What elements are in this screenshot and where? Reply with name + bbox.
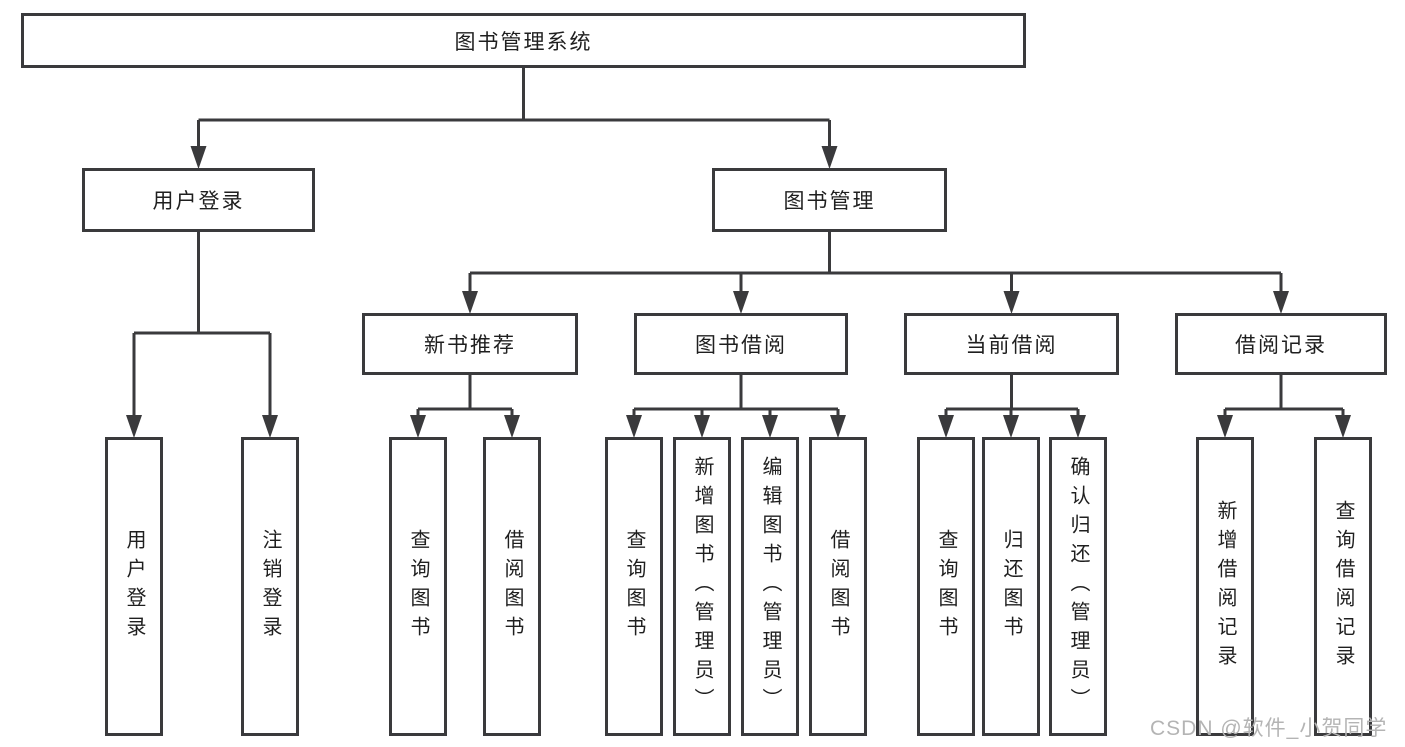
leaf-records-query-record: 查询借阅记录: [1314, 437, 1372, 736]
leaf-current-confirm-return-admin-label: 确认归还（管理员）: [1067, 456, 1089, 717]
csdn-watermark: CSDN @软件_小贺同学: [1150, 717, 1388, 740]
leaf-user-login-label: 用户登录: [123, 528, 145, 645]
leaf-recommend-borrow-books: 借阅图书: [483, 437, 541, 736]
node-book-borrow-label: 图书借阅: [695, 334, 787, 357]
leaf-current-return-books: 归还图书: [982, 437, 1040, 736]
leaf-borrow-query-books: 查询图书: [605, 437, 663, 736]
leaf-current-query-books: 查询图书: [917, 437, 975, 736]
leaf-current-query-books-label: 查询图书: [935, 528, 957, 645]
leaf-borrow-add-books-admin-label: 新增图书（管理员）: [691, 456, 713, 717]
leaf-borrow-borrow-books-label: 借阅图书: [827, 528, 849, 645]
node-current-borrow-label: 当前借阅: [965, 334, 1058, 357]
leaf-logout-label: 注销登录: [259, 528, 281, 645]
leaf-current-return-books-label: 归还图书: [1000, 528, 1022, 645]
node-user-login-label: 用户登录: [152, 190, 245, 213]
leaf-recommend-query-books-label: 查询图书: [407, 528, 429, 645]
leaf-borrow-borrow-books: 借阅图书: [809, 437, 867, 736]
leaf-recommend-borrow-books-label: 借阅图书: [501, 528, 523, 645]
node-book-borrow: 图书借阅: [634, 313, 848, 375]
leaf-borrow-edit-books-admin: 编辑图书（管理员）: [741, 437, 799, 736]
leaf-borrow-add-books-admin: 新增图书（管理员）: [673, 437, 731, 736]
leaf-logout: 注销登录: [241, 437, 299, 736]
leaf-borrow-edit-books-admin-label: 编辑图书（管理员）: [759, 456, 781, 717]
leaf-borrow-query-books-label: 查询图书: [623, 528, 645, 645]
node-borrow-records: 借阅记录: [1175, 313, 1387, 375]
node-user-login: 用户登录: [82, 168, 315, 232]
node-root-label: 图书管理系统: [454, 30, 593, 54]
leaf-user-login: 用户登录: [105, 437, 163, 736]
node-book-management: 图书管理: [712, 168, 947, 232]
node-new-book-recommend: 新书推荐: [362, 313, 578, 375]
node-new-book-recommend-label: 新书推荐: [424, 334, 516, 357]
node-current-borrow: 当前借阅: [904, 313, 1119, 375]
node-book-management-label: 图书管理: [783, 190, 876, 213]
leaf-recommend-query-books: 查询图书: [389, 437, 447, 736]
node-root: 图书管理系统: [21, 13, 1026, 68]
leaf-current-confirm-return-admin: 确认归还（管理员）: [1049, 437, 1107, 736]
arrowheads: [126, 146, 1351, 438]
node-borrow-records-label: 借阅记录: [1235, 334, 1327, 357]
leaf-records-query-record-label: 查询借阅记录: [1332, 499, 1354, 674]
leaf-records-add-record-label: 新增借阅记录: [1214, 499, 1236, 674]
leaf-records-add-record: 新增借阅记录: [1196, 437, 1254, 736]
